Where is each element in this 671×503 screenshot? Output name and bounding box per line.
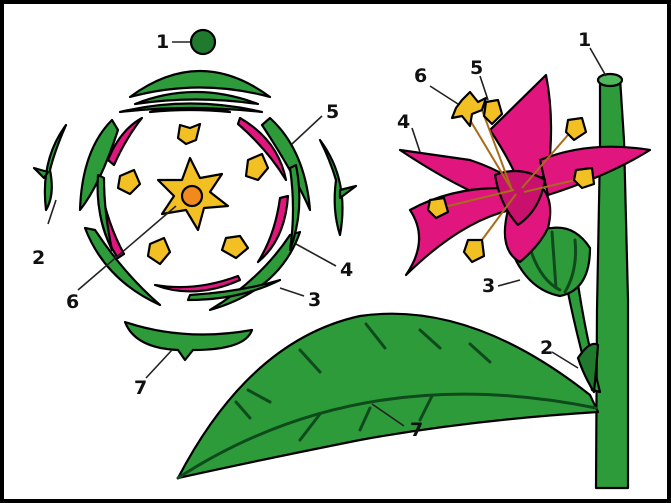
stigma [452, 92, 486, 126]
label-2-right: 2 [540, 337, 553, 359]
leader-4-right [412, 128, 420, 152]
label-4-right: 4 [397, 111, 410, 133]
leader-1-right [590, 48, 606, 76]
bracteole-left [45, 125, 66, 210]
gynoecium [158, 158, 228, 230]
bracteole-right-tip [340, 186, 356, 198]
label-5-left: 5 [326, 101, 339, 123]
leader-3-right [498, 280, 520, 286]
leader-4-left [296, 244, 336, 266]
floral-bract [125, 322, 252, 360]
axis-circle [191, 30, 215, 54]
label-7-right: 7 [410, 419, 423, 441]
leader-7-left [146, 350, 172, 378]
label-1-right: 1 [578, 29, 591, 51]
label-2-left: 2 [32, 247, 45, 269]
leader-3-left [280, 288, 304, 296]
leader-5-right [480, 76, 488, 100]
label-5-right: 5 [470, 57, 483, 79]
main-stem [596, 78, 628, 488]
label-7-left: 7 [134, 377, 147, 399]
leader-2-right [552, 352, 578, 368]
label-3-right: 3 [482, 275, 495, 297]
label-3-left: 3 [308, 289, 321, 311]
leader-6-right [430, 86, 458, 104]
label-6-left: 6 [66, 291, 79, 313]
label-6-right: 6 [414, 65, 427, 87]
label-4-left: 4 [340, 259, 353, 281]
flower-drawing: 1 2 3 4 5 6 7 [178, 29, 650, 488]
leader-5-left [292, 116, 322, 144]
bracteole-right [320, 140, 343, 235]
label-1-left: 1 [156, 31, 169, 53]
stem-top [598, 74, 622, 86]
